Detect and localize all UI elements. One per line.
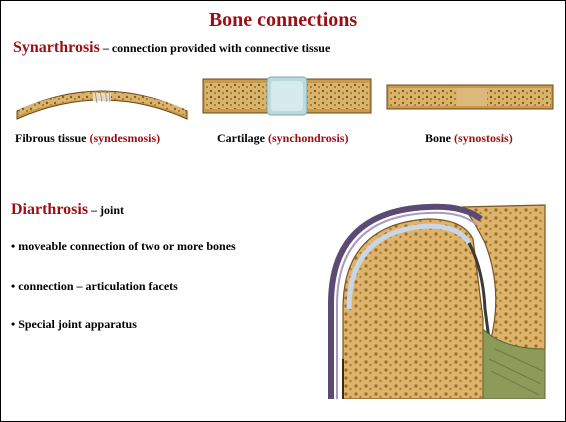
synarthrosis-description: – connection provided with connective ti…	[100, 41, 330, 55]
bullet-joint-apparatus: • Special joint apparatus	[11, 317, 137, 332]
slide-title: Bone connections	[1, 9, 565, 32]
joint-cross-section-illustration	[313, 199, 549, 399]
caption-syndesmosis: Fibrous tissue (syndesmosis)	[15, 131, 160, 146]
synarthrosis-heading: Synarthrosis – connection provided with …	[13, 39, 330, 57]
diarthrosis-heading: Diarthrosis – joint	[11, 201, 124, 219]
caption-synostosis-plain: Bone	[425, 131, 454, 145]
caption-synostosis: Bone (synostosis)	[425, 131, 513, 146]
caption-syndesmosis-plain: Fibrous tissue	[15, 131, 89, 145]
synostosis-illustration	[385, 77, 555, 117]
synchondrosis-illustration	[201, 71, 373, 121]
syndesmosis-illustration	[13, 71, 191, 121]
caption-synchondrosis: Cartilage (synchondrosis)	[217, 131, 348, 146]
caption-synchondrosis-plain: Cartilage	[217, 131, 268, 145]
caption-synchondrosis-term: (synchondrosis)	[268, 131, 348, 145]
synarthrosis-term: Synarthrosis	[13, 39, 100, 56]
bullet-articulation-facets: • connection – articulation facets	[11, 279, 178, 294]
bullet-moveable-connection: • moveable connection of two or more bon…	[11, 239, 236, 254]
diarthrosis-description: – joint	[88, 203, 124, 217]
caption-synostosis-term: (synostosis)	[454, 131, 513, 145]
caption-syndesmosis-term: (syndesmosis)	[89, 131, 160, 145]
diarthrosis-term: Diarthrosis	[11, 201, 88, 218]
